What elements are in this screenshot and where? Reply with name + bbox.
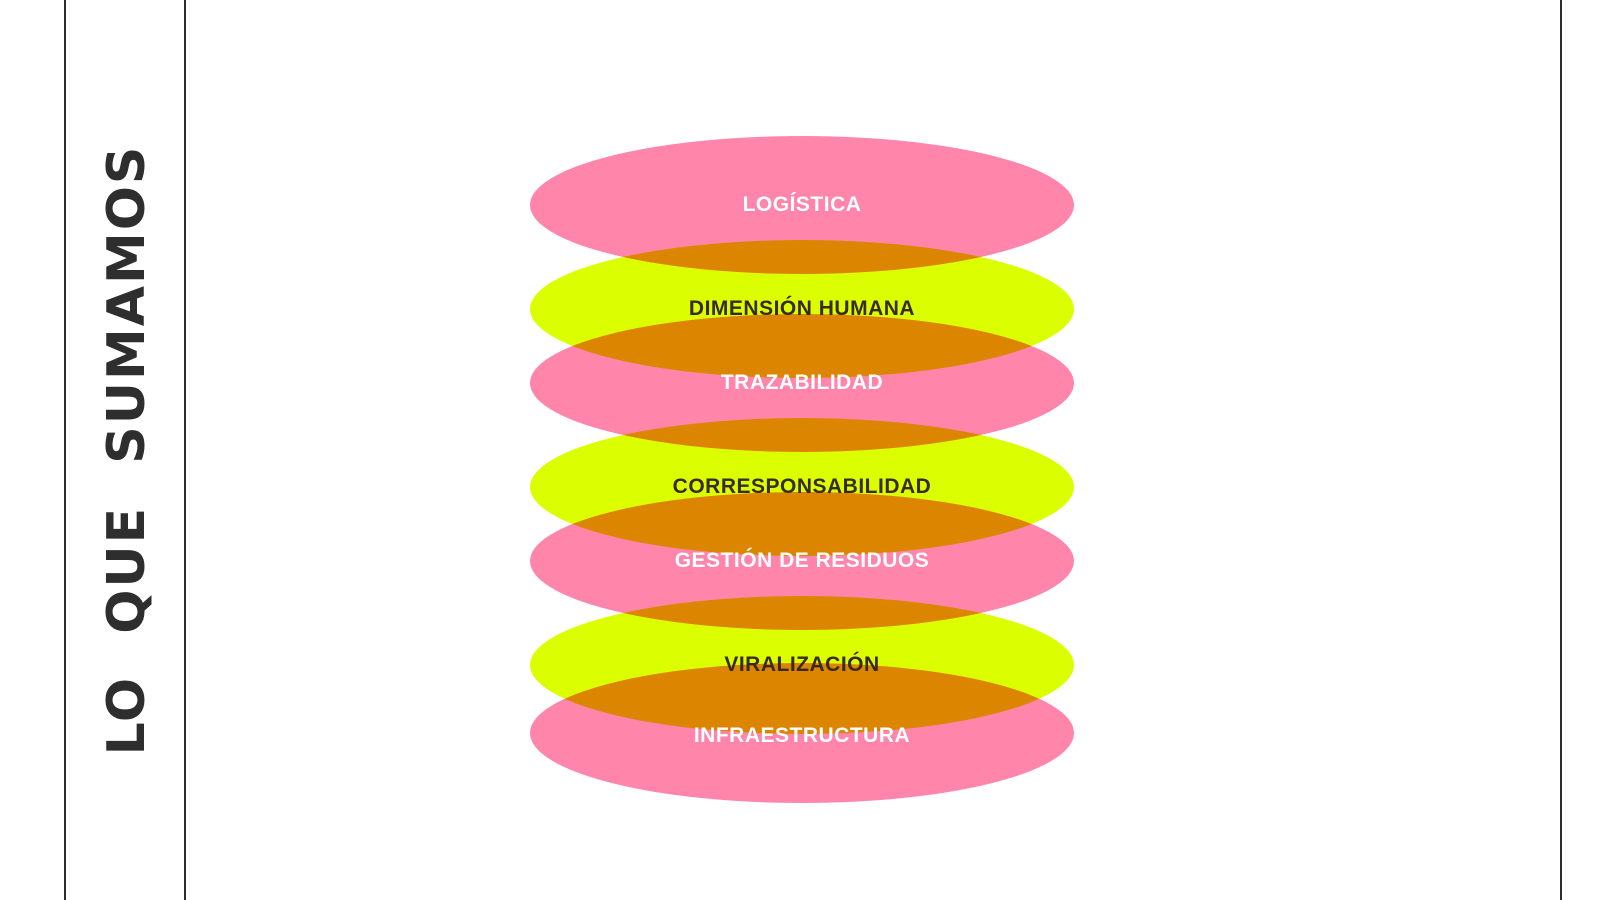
layer-label-gestion-residuos: GESTIÓN DE RESIDUOS [674,549,930,572]
layer-ellipse-corresponsabilidad [530,418,1074,556]
left-border-line [64,0,66,900]
layer-ellipse-dimension-humana [530,240,1074,378]
right-border-line [1560,0,1562,900]
layer-label-infraestructura: INFRAESTRUCTURA [693,724,911,747]
layer-label-dimension-humana: DIMENSIÓN HUMANA [688,297,916,320]
sidebar-divider-line [184,0,186,900]
layer-label-trazabilidad: TRAZABILIDAD [720,371,884,394]
layer-ellipse-viralizacion [530,596,1074,734]
layer-label-corresponsabilidad: CORRESPONSABILIDAD [672,475,932,498]
layer-label-logistica: LOGÍSTICA [742,193,862,216]
layer-label-viralizacion: VIRALIZACIÓN [724,653,880,676]
